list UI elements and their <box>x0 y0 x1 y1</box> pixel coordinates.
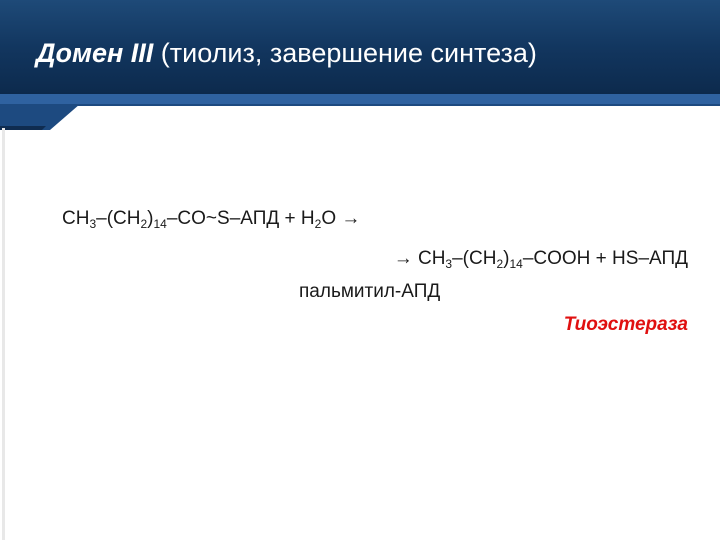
left-divider <box>2 128 5 540</box>
enzyme-name: Тиоэстераза <box>563 314 688 335</box>
header-band-graphic <box>0 94 720 106</box>
slide-title: Домен III (тиолиз, завершение синтеза) <box>36 38 537 69</box>
reaction-equation-line2: → CH3–(CH2)14–COOH + HS–АПД <box>393 248 688 271</box>
title-domain: Домен III <box>36 38 154 68</box>
title-description: (тиолиз, завершение синтеза) <box>153 38 537 68</box>
substrate-name: пальмитил-АПД <box>299 281 441 302</box>
slide-header: Домен III (тиолиз, завершение синтеза) <box>0 0 720 106</box>
reaction-equation-line1: CH3–(CH2)14–CO~S–АПД + H2O → <box>62 208 361 231</box>
header-tab-shape <box>0 104 80 130</box>
